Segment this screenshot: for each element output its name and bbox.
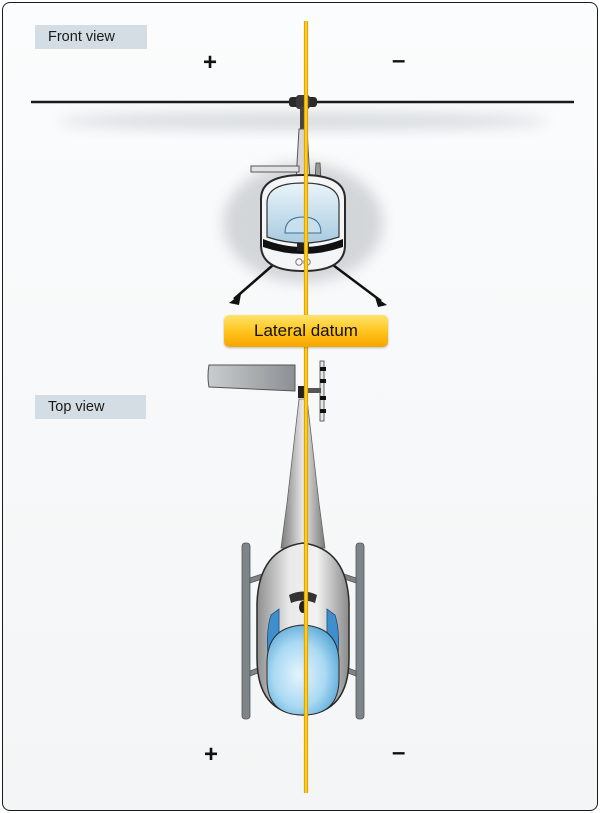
tail-rotor-top [307,360,326,422]
front-stabilizer [250,165,300,173]
top-minus-sign: – [392,739,406,766]
front-view-label: Front view [35,25,147,49]
front-fuselage [260,173,346,273]
lateral-datum-label: Lateral datum [224,315,388,347]
top-plus-sign: + [204,741,219,768]
tail-gearbox [298,386,308,398]
front-skids [233,264,382,302]
helicopter-illustration [31,21,574,793]
top-view-label: Top view [35,395,146,419]
tail-boom [280,398,326,549]
front-minus-sign: – [392,47,406,74]
top-fuselage [256,542,350,716]
front-plus-sign: + [203,49,218,76]
top-stabilizer [207,364,296,392]
